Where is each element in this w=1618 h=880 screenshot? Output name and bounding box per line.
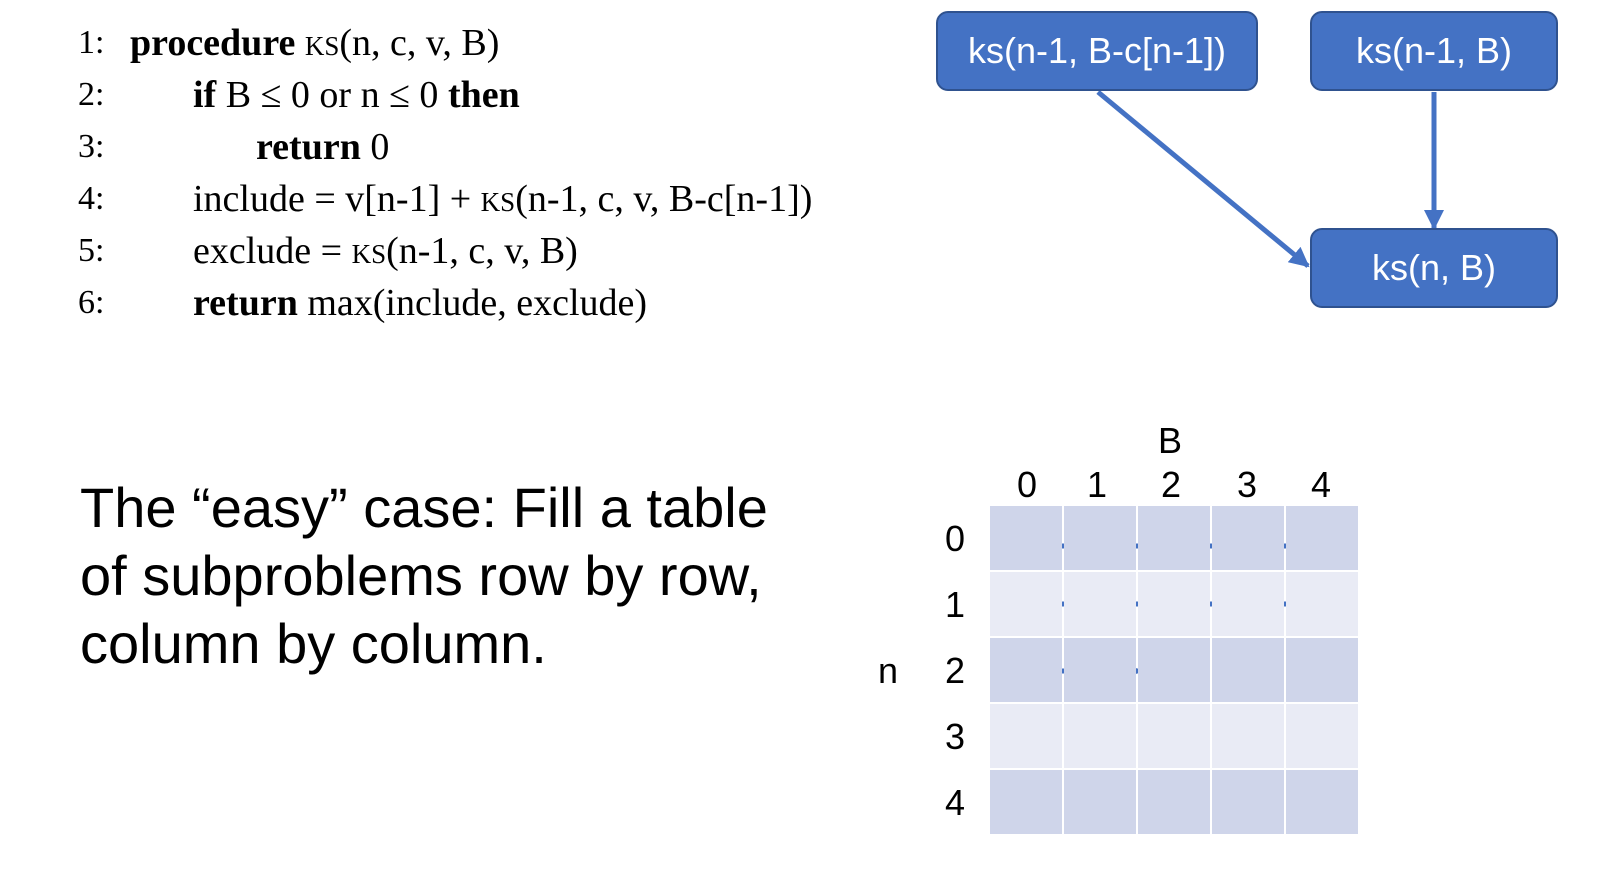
table-cell <box>1212 506 1284 570</box>
table-row-header: 1 <box>944 584 966 625</box>
keyword-then: then <box>447 74 520 116</box>
code-value: 0 <box>370 126 390 168</box>
line-number: 2: <box>78 76 105 113</box>
caption-line-2: of subproblems row by row, <box>80 544 762 607</box>
table-column-header: 3 <box>1236 464 1258 505</box>
table-column-header: 0 <box>1016 464 1038 505</box>
keyword-if: if <box>193 74 226 116</box>
node-target-subproblem: ks(n, B) <box>1310 228 1558 308</box>
table-column-header: 4 <box>1310 464 1332 505</box>
table-column-header: 2 <box>1160 464 1182 505</box>
table-cell <box>1138 572 1210 636</box>
code-text: include = v[n-1] + ks(n-1, c, v, B-c[n-1… <box>193 174 812 224</box>
caption-line-1: The “easy” case: Fill a table <box>80 476 768 539</box>
line-number: 3: <box>78 128 105 165</box>
table-column-header: 1 <box>1086 464 1108 505</box>
table-row-axis-label: n <box>878 650 899 691</box>
function-name: ks <box>351 230 387 272</box>
table-cell <box>1286 572 1358 636</box>
line-number: 1: <box>78 24 105 61</box>
table-cell <box>1286 506 1358 570</box>
code-text: return 0 <box>256 122 389 172</box>
table-row-header: 2 <box>944 650 966 691</box>
node-include-subproblem: ks(n-1, B-c[n-1]) <box>936 11 1258 91</box>
keyword-procedure: procedure <box>130 22 305 64</box>
table-cell <box>1064 506 1136 570</box>
table-column-axis-label: B <box>1158 420 1183 461</box>
code-args: (n-1, c, v, B) <box>386 230 578 272</box>
table-row-header: 0 <box>944 518 966 559</box>
table-cell <box>1064 572 1136 636</box>
table-row-header: 3 <box>944 716 966 757</box>
table-cell <box>1212 770 1284 834</box>
table-cell <box>1212 638 1284 702</box>
caption-line-3: column by column. <box>80 612 547 675</box>
table-cell <box>990 638 1062 702</box>
node-exclude-subproblem: ks(n-1, B) <box>1310 11 1558 91</box>
line-number: 5: <box>78 232 105 269</box>
table-cell <box>1212 572 1284 636</box>
table-cell <box>1138 506 1210 570</box>
table-cell <box>1138 704 1210 768</box>
table-cell <box>1286 704 1358 768</box>
keyword-return: return <box>256 126 371 168</box>
table-cell <box>990 506 1062 570</box>
arrow-include-to-target <box>1096 90 1310 268</box>
table-cell <box>1138 638 1210 702</box>
slide-caption: The “easy” case: Fill a table of subprob… <box>80 474 880 678</box>
table-cell <box>1064 704 1136 768</box>
table-cell <box>1286 770 1358 834</box>
subproblem-table <box>990 506 1360 838</box>
table-cell <box>990 572 1062 636</box>
table-cell <box>1064 770 1136 834</box>
code-condition: B ≤ 0 or n ≤ 0 <box>225 74 448 116</box>
code-text: procedure ks(n, c, v, B) <box>130 18 499 68</box>
code-text: exclude = ks(n-1, c, v, B) <box>193 226 578 276</box>
function-name: ks <box>304 22 340 64</box>
code-text: return max(include, exclude) <box>193 278 647 328</box>
table-cell <box>990 704 1062 768</box>
keyword-return: return <box>193 282 308 324</box>
table-cell <box>1138 770 1210 834</box>
code-text: if B ≤ 0 or n ≤ 0 then <box>193 70 520 120</box>
table-cell <box>1064 638 1136 702</box>
table-row-header: 4 <box>944 782 966 823</box>
table-cell <box>990 770 1062 834</box>
code-expression: max(include, exclude) <box>307 282 648 324</box>
table-cell <box>1286 638 1358 702</box>
table-cell <box>1212 704 1284 768</box>
line-number: 4: <box>78 180 105 217</box>
code-assign: exclude = <box>193 230 352 272</box>
code-args: (n, c, v, B) <box>339 22 500 64</box>
function-name: ks <box>480 178 516 220</box>
code-assign: include = v[n-1] + <box>193 178 481 220</box>
line-number: 6: <box>78 284 105 321</box>
code-args: (n-1, c, v, B-c[n-1]) <box>515 178 813 220</box>
